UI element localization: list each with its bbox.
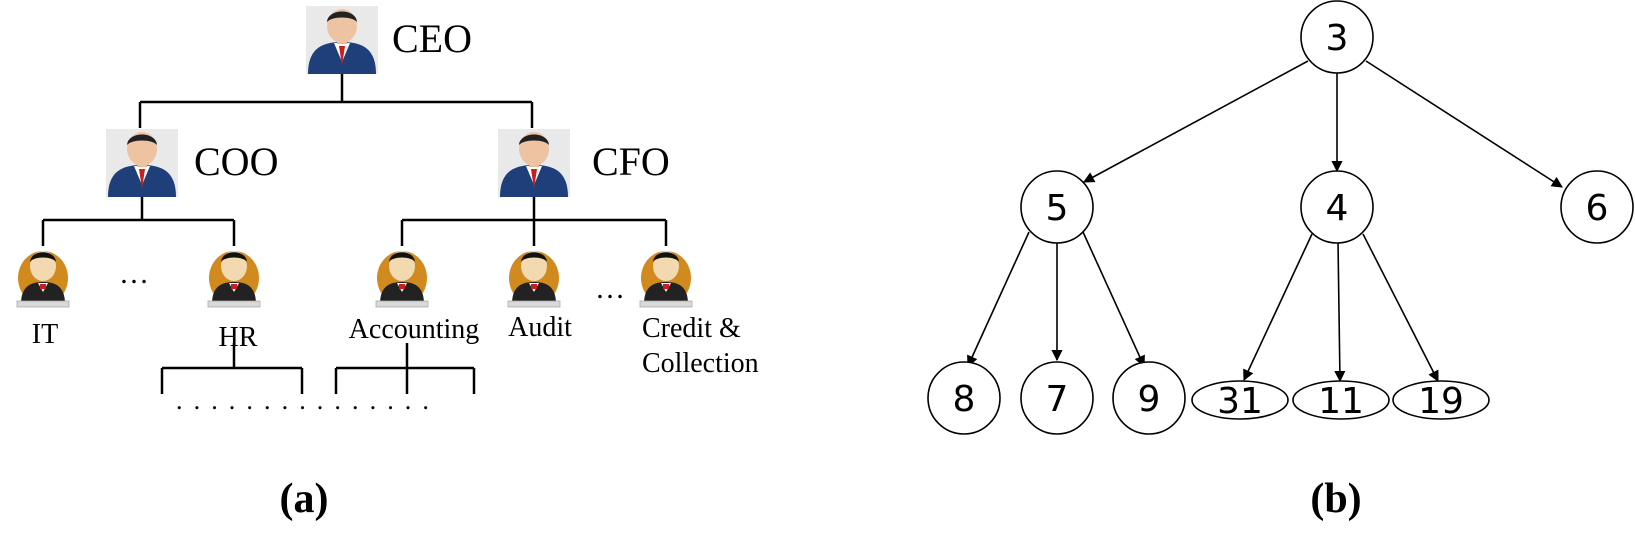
it-label: IT (32, 319, 58, 350)
tree-node: 6 (1560, 170, 1634, 244)
coo-label: COO (194, 139, 278, 184)
edge-3-5 (1083, 60, 1309, 183)
tree-node-root: 3 (1300, 0, 1374, 74)
it-staff-avatar-icon (16, 250, 70, 308)
tree-node: 5 (1020, 170, 1094, 244)
cfo-ellipsis: … (595, 272, 625, 305)
svg-text:9: 9 (1138, 379, 1161, 420)
hr-staff-avatar-icon (207, 250, 261, 308)
cfo-avatar-icon (498, 129, 570, 197)
cfo-label: CFO (592, 139, 670, 184)
tree-node: 19 (1392, 380, 1490, 422)
audit-label: Audit (508, 312, 572, 343)
svg-text:7: 7 (1046, 379, 1069, 420)
accounting-label: Accounting (349, 314, 480, 345)
coo-avatar-icon (106, 129, 178, 197)
svg-text:31: 31 (1217, 381, 1263, 422)
tree-node: 8 (927, 361, 1001, 435)
svg-text:8: 8 (953, 379, 976, 420)
edge-3-6 (1365, 60, 1563, 188)
credit-label-line1: Credit & (642, 313, 741, 344)
panel-a-label: (a) (280, 476, 329, 522)
svg-text:6: 6 (1586, 188, 1609, 229)
svg-text:19: 19 (1418, 381, 1464, 422)
credit-staff-avatar-icon (639, 250, 693, 308)
edge-4-31 (1243, 233, 1313, 382)
ceo-avatar-icon (306, 6, 378, 74)
audit-staff-avatar-icon (507, 250, 561, 308)
svg-text:11: 11 (1318, 381, 1364, 422)
bottom-dots: . . . . . . . . . . . . . . . (176, 386, 431, 415)
svg-text:3: 3 (1326, 18, 1349, 59)
tree-panel: 3 5 4 6 8 7 9 31 (927, 0, 1634, 522)
org-chart-panel: CEO COO CFO IT HR Accounting Audit Credi… (16, 6, 759, 522)
edge-5-8 (967, 231, 1030, 368)
tree-node: 11 (1292, 380, 1390, 422)
tree-node: 7 (1020, 361, 1094, 435)
panel-b-label: (b) (1310, 476, 1361, 522)
edge-4-19 (1362, 233, 1439, 382)
hr-label: HR (219, 322, 258, 353)
edge-4-11 (1334, 241, 1346, 383)
accounting-staff-avatar-icon (375, 250, 429, 308)
svg-text:5: 5 (1046, 188, 1069, 229)
ceo-label: CEO (392, 16, 472, 61)
credit-label-line2: Collection (642, 348, 759, 379)
tree-node: 9 (1112, 361, 1186, 435)
org-connectors (41, 74, 668, 394)
edge-5-9 (1082, 231, 1145, 368)
tree-edges (967, 60, 1563, 383)
tree-node: 4 (1300, 170, 1374, 244)
coo-ellipsis: … (119, 257, 149, 290)
svg-text:4: 4 (1326, 188, 1349, 229)
tree-node: 31 (1191, 380, 1289, 422)
